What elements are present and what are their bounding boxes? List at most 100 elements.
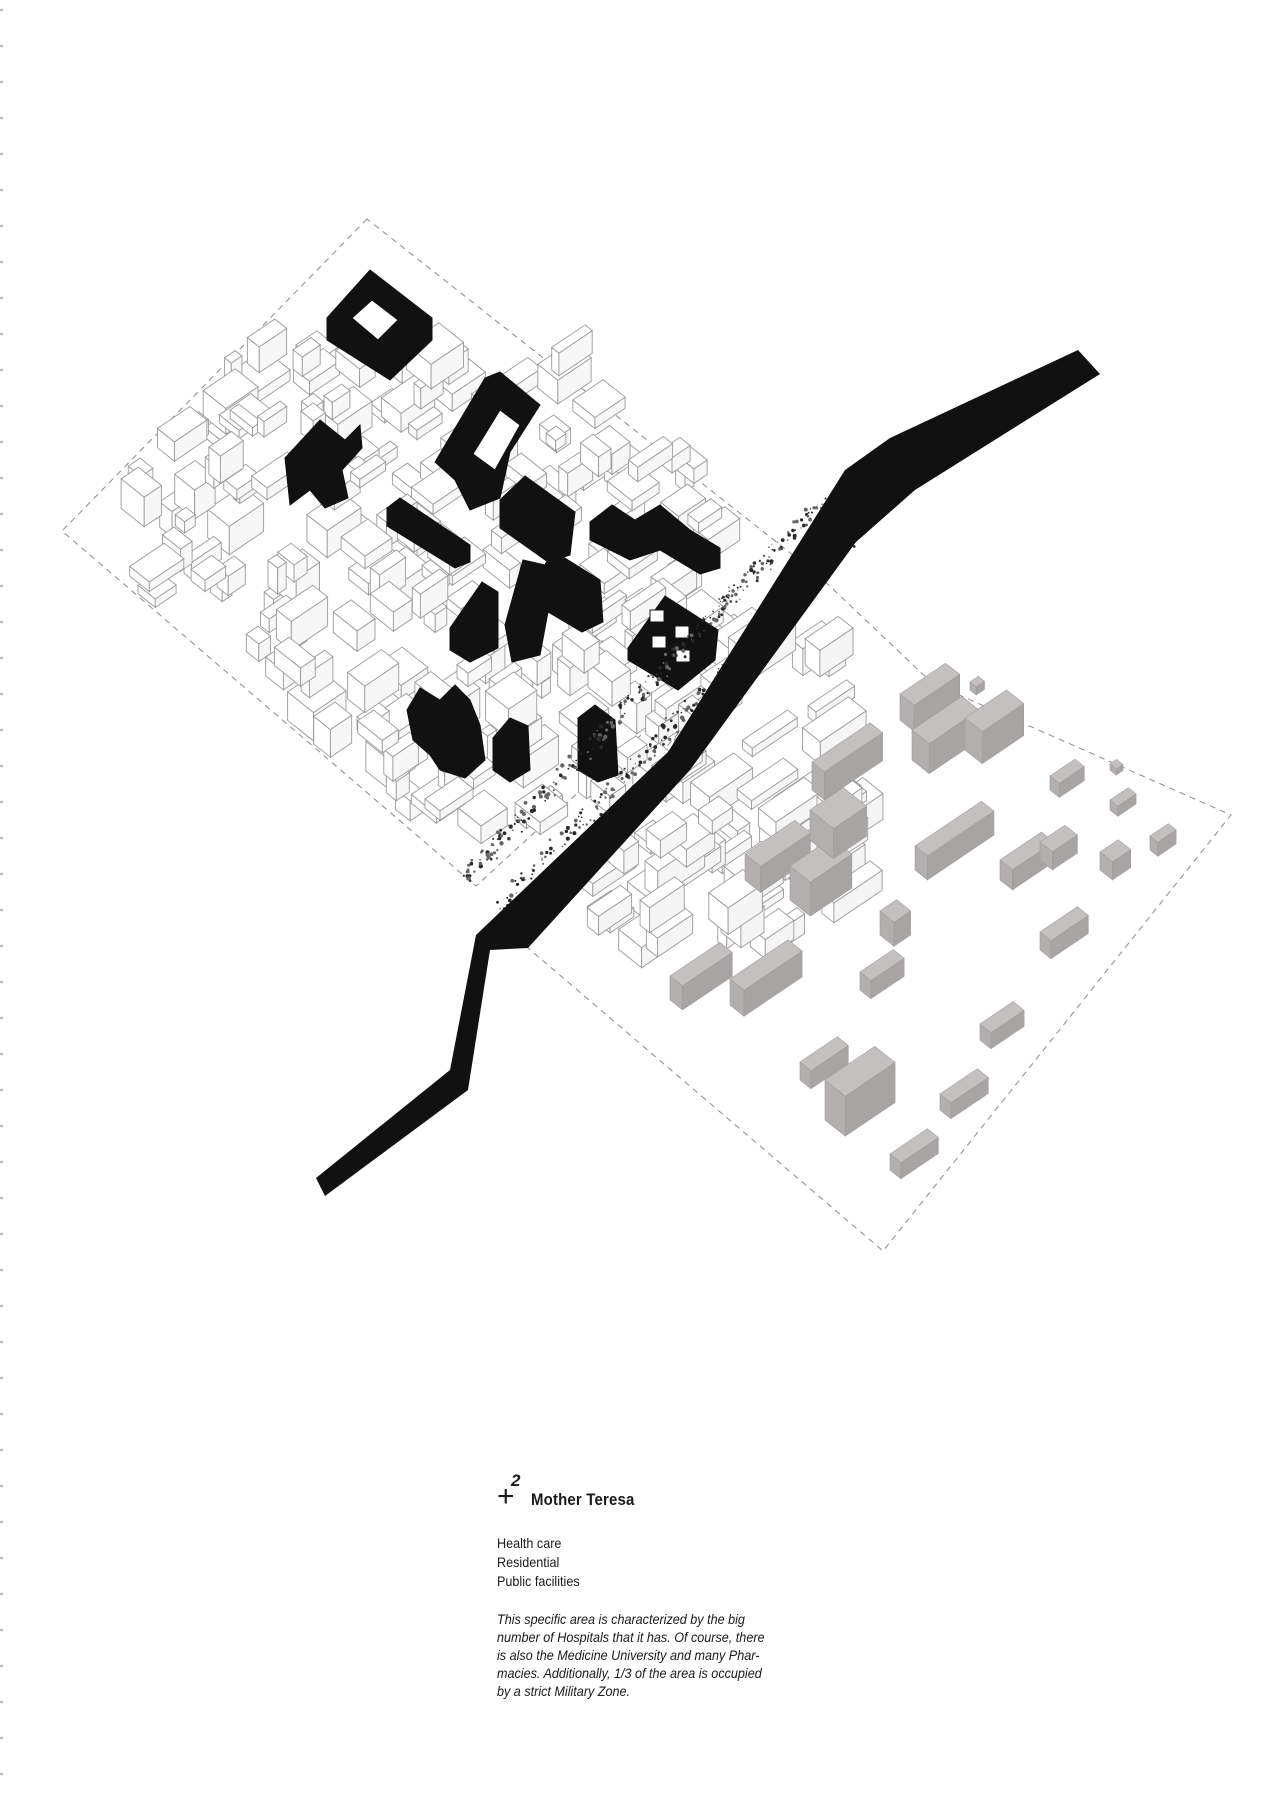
tree-mark: [489, 857, 493, 861]
tree-mark: [515, 819, 517, 822]
tree-mark: [676, 730, 680, 734]
land-use-list: Health care Residential Public facilitie…: [497, 1534, 821, 1591]
building-face: [1109, 759, 1124, 770]
tree-mark: [509, 893, 514, 898]
tree-mark: [712, 610, 714, 613]
building-face: [550, 324, 593, 354]
tree-mark: [758, 559, 762, 563]
building-face: [659, 483, 707, 517]
tree-mark: [552, 789, 555, 792]
tree-mark: [603, 734, 608, 740]
tree-mark: [803, 507, 808, 512]
tree-mark: [552, 849, 555, 852]
tree-mark: [532, 808, 537, 813]
tree-mark: [597, 801, 601, 804]
tree-mark: [729, 600, 733, 603]
building-face: [1099, 839, 1132, 863]
tree-mark: [502, 831, 507, 836]
tree-mark: [520, 830, 523, 833]
building-courtyard-window: [649, 609, 665, 623]
building-face: [645, 810, 688, 842]
tree-mark: [507, 898, 512, 903]
building-face: [627, 435, 674, 468]
tree-mark: [812, 506, 816, 510]
tree-mark: [692, 703, 696, 707]
tree-mark: [646, 691, 649, 695]
tree-mark: [605, 782, 610, 786]
tree-mark: [730, 594, 734, 598]
tree-mark: [492, 851, 497, 855]
tree-mark: [567, 754, 572, 759]
tree-mark: [524, 878, 526, 881]
tree-mark: [765, 562, 768, 565]
tree-mark: [568, 763, 572, 767]
tree-mark: [755, 575, 760, 580]
tree-mark: [569, 831, 572, 835]
tree-mark: [739, 585, 742, 588]
building-face: [273, 636, 316, 669]
tree-mark: [651, 736, 655, 741]
tree-mark: [645, 681, 647, 683]
tree-mark: [549, 851, 552, 855]
tree-mark: [648, 757, 652, 761]
building-face: [369, 580, 413, 613]
tree-mark: [690, 709, 694, 713]
tree-mark: [766, 559, 770, 563]
tree-mark: [577, 815, 580, 818]
tree-mark: [576, 768, 579, 771]
tree-mark: [580, 816, 583, 818]
building-face: [349, 454, 387, 480]
tree-mark: [702, 618, 706, 622]
tree-mark: [709, 616, 712, 619]
building-face: [736, 757, 799, 802]
tree-mark: [687, 635, 690, 638]
caption-heading: + 2 Mother Teresa: [497, 1470, 857, 1512]
tree-mark: [600, 793, 603, 796]
building-face: [128, 542, 185, 583]
tree-mark: [720, 613, 723, 617]
tree-mark: [623, 712, 626, 715]
tree-mark: [542, 862, 545, 865]
tree-mark: [681, 648, 686, 653]
tree-mark: [667, 728, 670, 731]
building-face: [979, 1001, 1025, 1034]
tree-mark: [623, 699, 627, 703]
tree-mark: [575, 759, 577, 762]
tree-mark: [806, 514, 810, 518]
tree-mark: [725, 595, 727, 598]
tree-mark: [786, 531, 790, 534]
tree-mark: [533, 864, 536, 867]
tree-mark: [564, 843, 566, 846]
tree-mark: [674, 646, 679, 651]
building-face: [190, 554, 227, 581]
tree-mark: [491, 844, 493, 847]
tree-mark: [801, 523, 806, 528]
tree-mark: [603, 790, 608, 795]
tree-mark: [808, 517, 812, 522]
tree-mark: [787, 533, 791, 537]
tree-mark: [585, 823, 588, 826]
tree-mark: [699, 635, 701, 637]
tree-mark: [702, 616, 705, 619]
tree-mark: [638, 764, 641, 767]
tree-mark: [538, 794, 543, 799]
tree-mark: [631, 767, 635, 770]
building-courtyard-window: [674, 625, 690, 639]
hospital-buildings-black: [284, 269, 721, 783]
tree-mark: [664, 716, 667, 720]
building-face: [300, 402, 327, 422]
tree-mark: [763, 554, 765, 557]
tree-mark: [746, 585, 749, 588]
tree-mark: [496, 900, 499, 904]
tree-mark: [610, 717, 614, 721]
tree-mark: [630, 771, 633, 774]
tree-mark: [679, 715, 685, 720]
tree-mark: [609, 797, 612, 799]
building-face: [275, 584, 329, 623]
tree-mark: [639, 688, 643, 692]
tree-mark: [747, 571, 749, 573]
description-line: This specific area is characterized by t…: [497, 1611, 745, 1627]
tree-mark: [589, 819, 592, 822]
tree-mark: [653, 750, 657, 754]
tree-mark: [718, 605, 720, 607]
